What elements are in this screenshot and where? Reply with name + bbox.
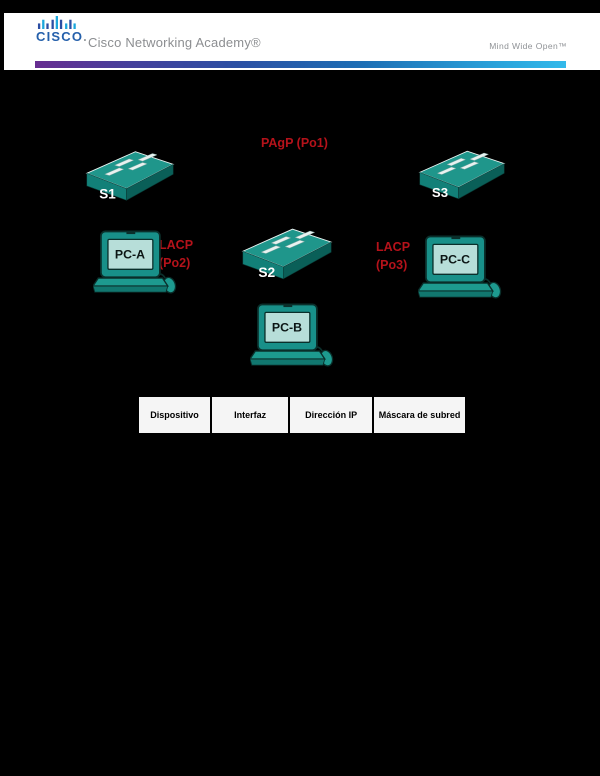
cisco-wordmark-dot: . <box>83 29 87 44</box>
link-label-pagp-po1: PAgP (Po1) <box>261 136 328 150</box>
device-switch-s2: S2 <box>241 226 333 282</box>
device-pc-b: PC-B <box>250 301 338 373</box>
device-switch-s3: S3 <box>418 147 506 203</box>
laptop-icon: PC-C <box>418 235 502 299</box>
table-header-direccion-ip: Dirección IP <box>290 397 375 433</box>
switch-icon: S1 <box>85 151 175 202</box>
device-label-pc-b: PC-B <box>272 321 302 335</box>
device-label-s2: S2 <box>258 265 275 280</box>
header-gradient-rule <box>35 61 566 68</box>
device-label-pc-c: PC-C <box>440 253 470 267</box>
link-label-lacp-po2-line1: LACP <box>159 238 194 252</box>
table-header-mascara: Máscara de subred <box>378 409 461 420</box>
laptop-icon: PC-B <box>250 303 334 367</box>
table-header-interfaz: Interfaz <box>212 397 291 433</box>
switch-icon: S2 <box>241 228 333 280</box>
device-label-s3: S3 <box>432 185 448 200</box>
header-band: CISCO. Cisco Networking Academy® Mind Wi… <box>4 13 600 70</box>
link-label-lacp-po3: LACP (Po3) <box>376 238 410 274</box>
addressing-table: Dispositivo Interfaz Dirección IP Máscar… <box>137 395 467 435</box>
tagline-text: Mind Wide Open™ <box>489 41 567 51</box>
device-pc-a: PC-A <box>93 228 181 300</box>
device-label-pc-a: PC-A <box>115 248 145 262</box>
switch-icon: S3 <box>418 150 506 200</box>
cisco-wordmark: CISCO. <box>36 29 87 44</box>
link-label-lacp-po3-line2: (Po3) <box>376 258 408 272</box>
device-label-s1: S1 <box>99 187 116 202</box>
academy-title: Cisco Networking Academy® <box>88 35 261 50</box>
table-header-dispositivo: Dispositivo <box>139 397 213 433</box>
device-pc-c: PC-C <box>418 233 506 305</box>
cisco-logo-icon <box>37 16 76 29</box>
link-label-lacp-po2-line2: (Po2) <box>159 256 191 270</box>
link-label-lacp-po2: LACP (Po2) <box>159 236 193 272</box>
cisco-wordmark-text: CISCO <box>36 29 84 44</box>
device-switch-s1: S1 <box>85 147 175 205</box>
laptop-icon: PC-A <box>93 230 177 294</box>
link-label-lacp-po3-line1: LACP <box>376 240 411 254</box>
